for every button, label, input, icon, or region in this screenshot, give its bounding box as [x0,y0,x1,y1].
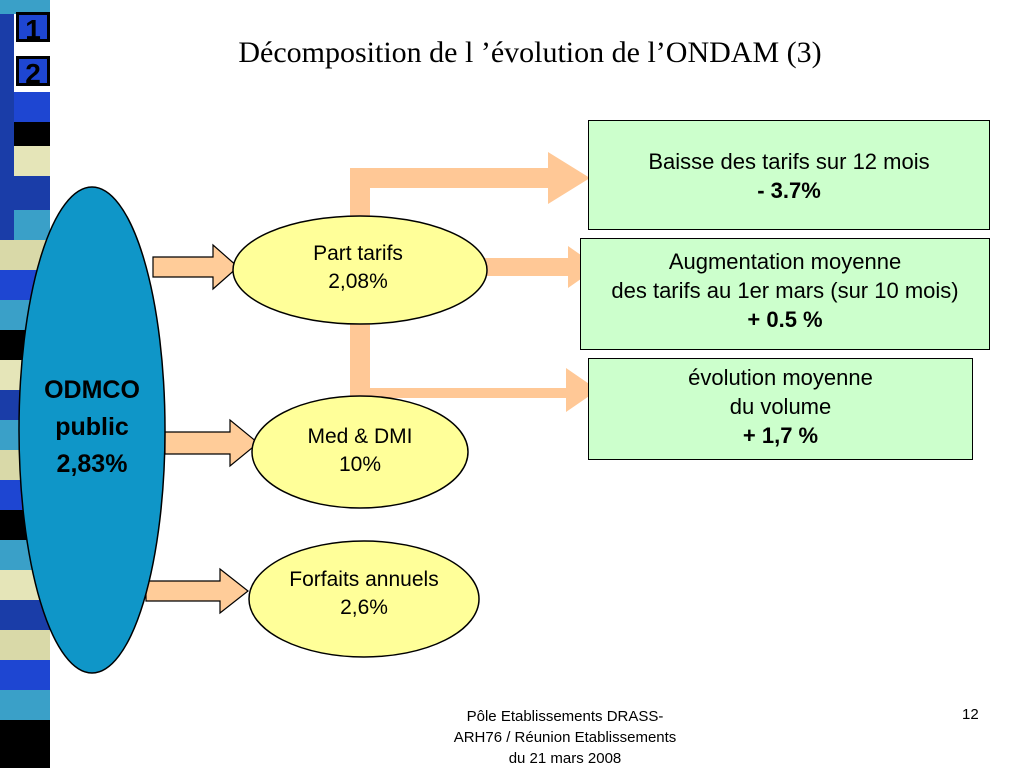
footer-line: Pôle Etablissements DRASS- [466,708,664,725]
footer-line: ARH76 / Réunion Etablissements [453,729,677,746]
main-label-line3: 2,83% [56,450,128,478]
box-value: - 3.7% [757,178,821,203]
box-text-line: Baisse des tarifs sur 12 mois [648,149,930,174]
arrow-to-baisse [350,152,590,300]
main-label-line1: ODMCO [44,376,140,404]
result-box-baisse: Baisse des tarifs sur 12 mois - 3.7% [588,120,990,230]
arrow-to-augmentation [480,246,598,288]
sub-label: Med & DMI [307,425,413,448]
ellipse-forfaits [248,540,480,658]
sub-value: 2,08% [328,270,388,293]
page-number: 12 [962,706,979,723]
main-ellipse [18,186,166,674]
box-text-line: du volume [729,394,832,419]
footer-line: du 21 mars 2008 [508,750,622,767]
ellipse-part-tarifs [232,215,488,325]
box-text-line: évolution moyenne [688,365,873,390]
sub-ellipse-label-med-dmi: Med & DMI 10% [252,423,468,479]
slide-badge-2: 2 [16,56,50,89]
arrow-to-volume-band [350,296,598,412]
main-label-line2: public [55,413,129,441]
ellipse-med-dmi [251,395,469,509]
sub-label: Part tarifs [313,242,403,265]
result-box-volume: évolution moyenne du volume + 1,7 % [588,358,973,460]
box-text-line: des tarifs au 1er mars (sur 10 mois) [611,278,959,303]
main-ellipse-label: ODMCO public 2,83% [22,372,162,483]
arrow-to-part-tarifs [152,243,239,291]
slide-badge-1: 1 [16,12,50,45]
slide-footer: Pôle Etablissements DRASS- ARH76 / Réuni… [400,706,730,769]
slide-title: Décomposition de l ’évolution de l’ONDAM… [238,36,822,69]
arrow-to-forfaits [145,567,249,615]
sub-ellipse-label-forfaits: Forfaits annuels 2,6% [254,566,474,622]
box-value: + 1,7 % [742,423,819,448]
sub-value: 2,6% [340,596,388,619]
sub-value: 10% [338,453,382,476]
sub-label: Forfaits annuels [289,568,439,591]
sub-ellipse-label-part-tarifs: Part tarifs 2,08% [248,240,468,296]
box-text-line: Augmentation moyenne [668,249,902,274]
box-value: + 0.5 % [747,307,823,332]
result-box-augmentation: Augmentation moyenne des tarifs au 1er m… [580,238,990,350]
arrow-to-med-dmi [164,418,259,468]
